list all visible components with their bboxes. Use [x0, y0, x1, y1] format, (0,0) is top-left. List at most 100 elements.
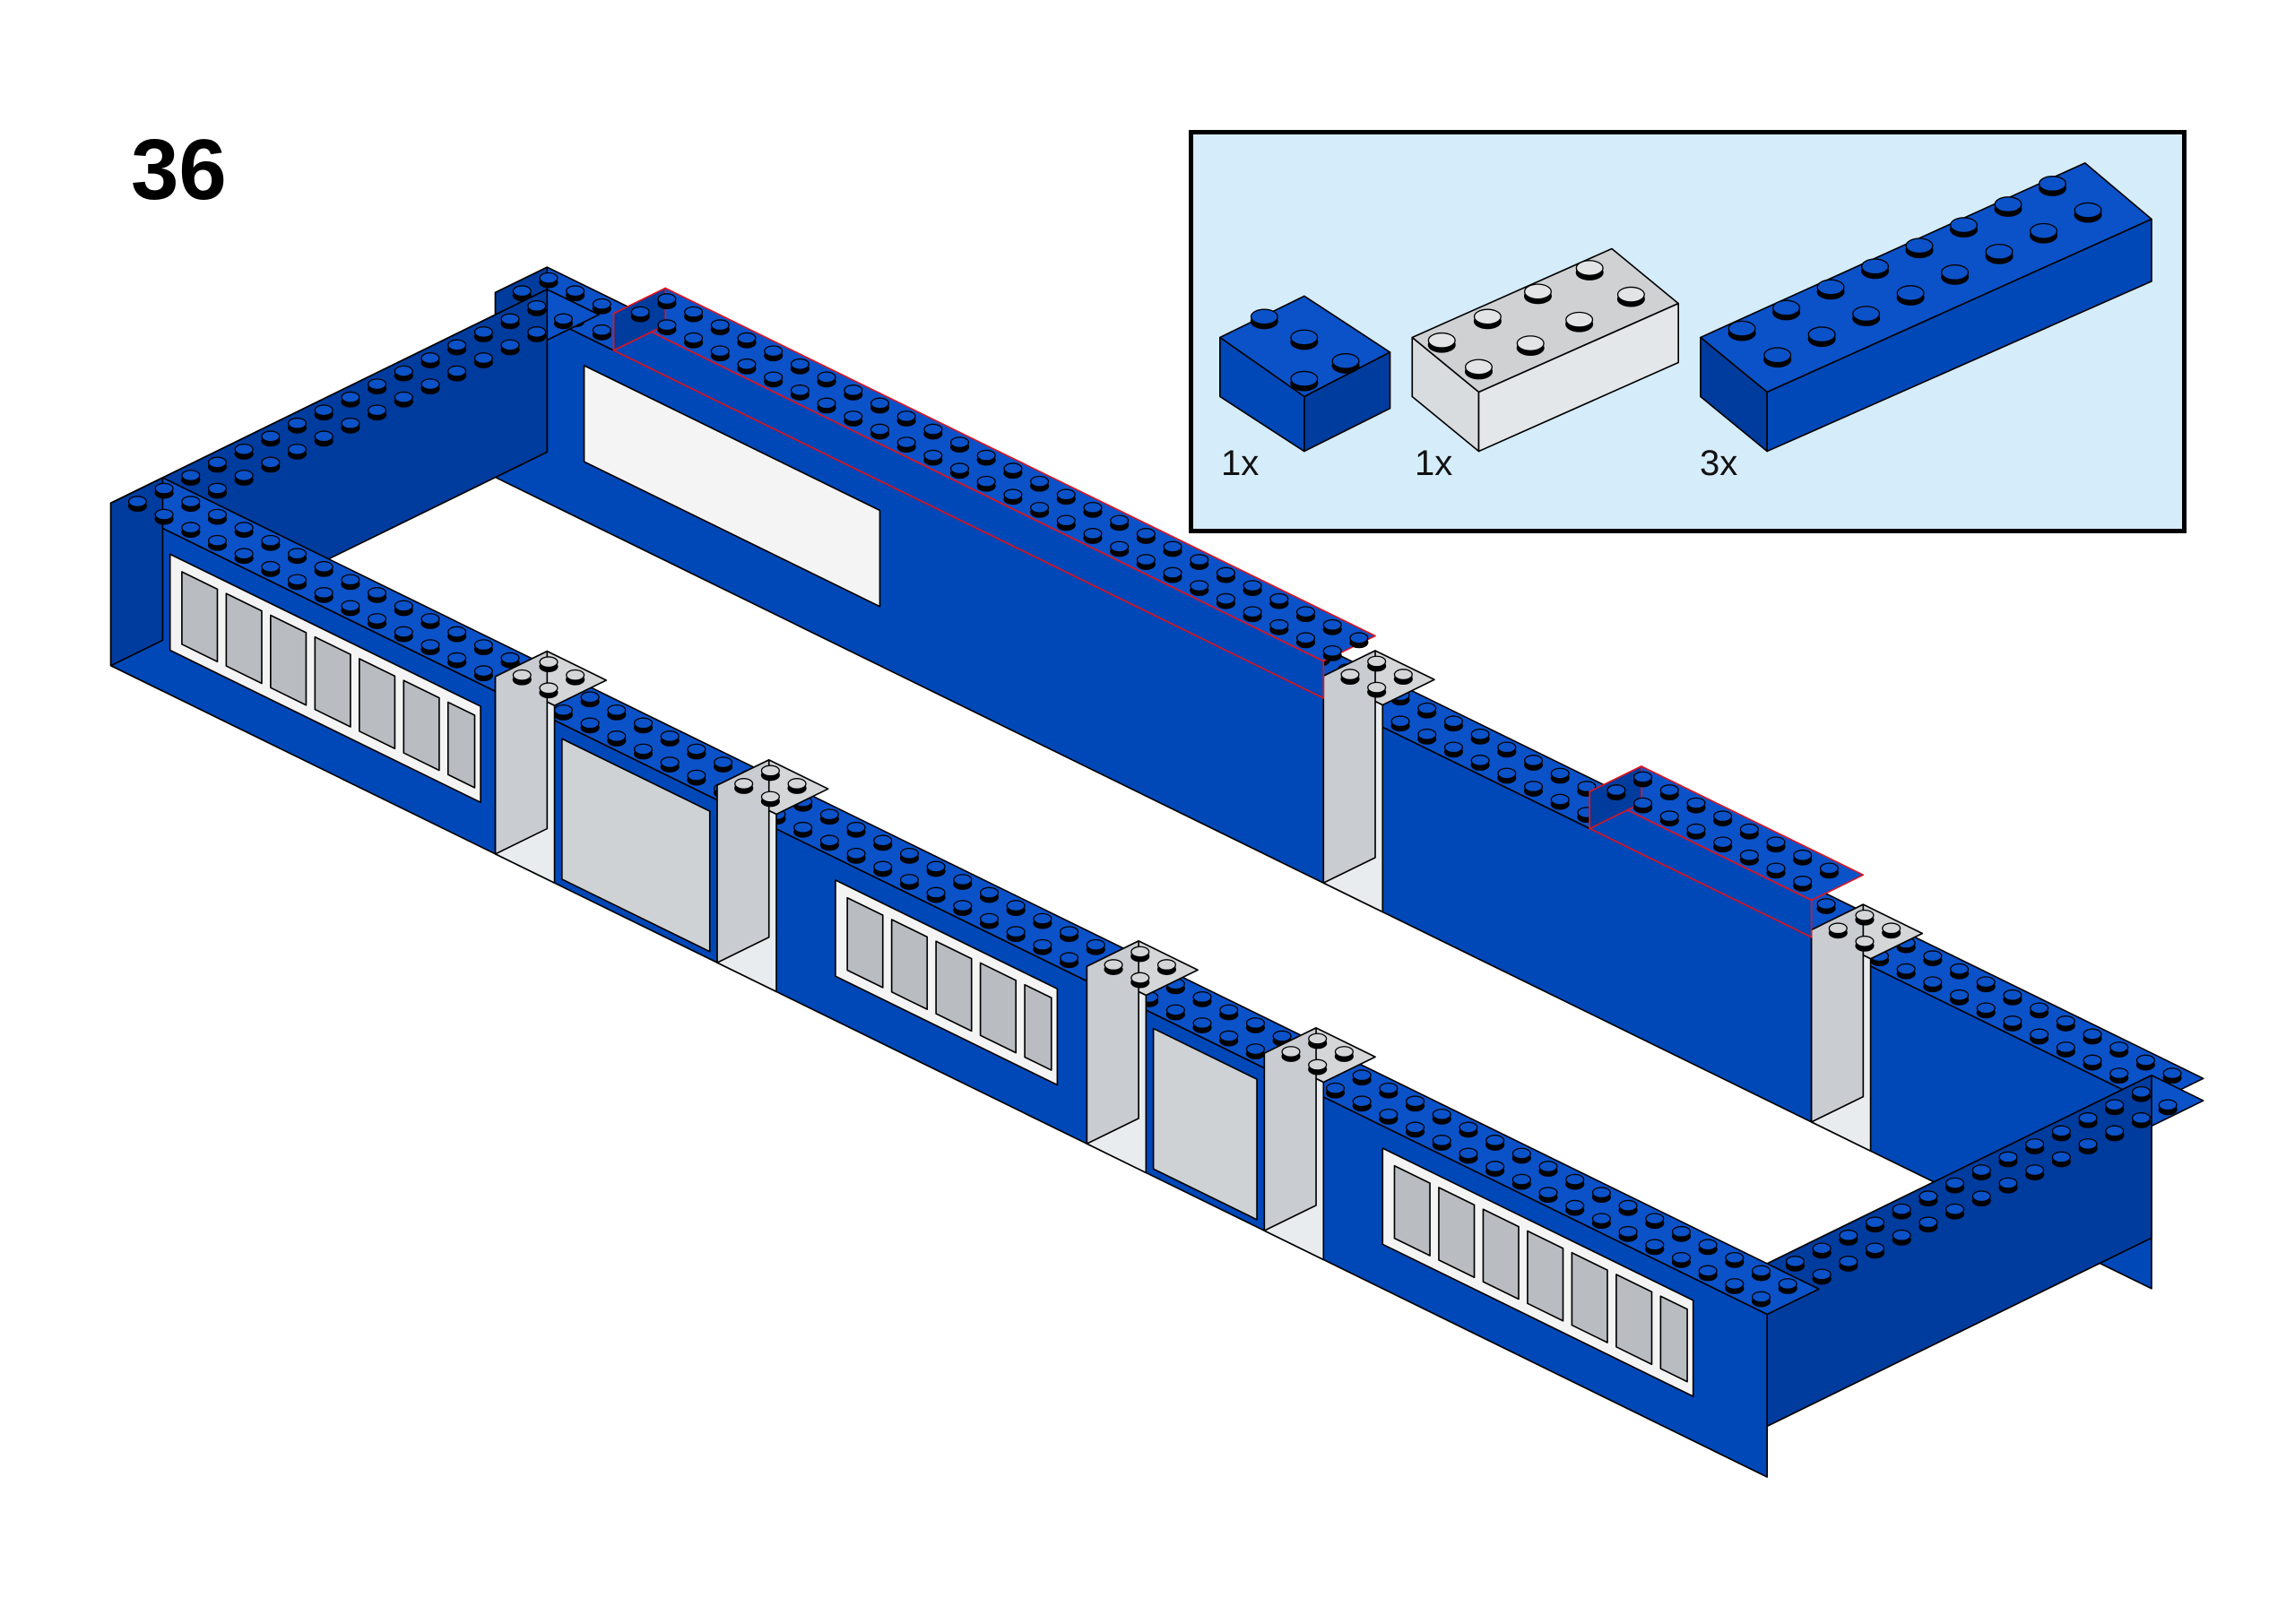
- stud: [1470, 755, 1490, 766]
- stud: [566, 669, 585, 681]
- stud: [1645, 1239, 1665, 1251]
- stud: [1136, 528, 1156, 540]
- stud: [1633, 797, 1653, 809]
- stud: [1003, 462, 1023, 475]
- stud: [760, 764, 780, 777]
- stud: [1417, 728, 1437, 740]
- stud: [420, 352, 440, 365]
- stud: [1918, 1216, 1938, 1229]
- stud: [1443, 741, 1463, 754]
- stud: [1406, 1095, 1425, 1108]
- stud: [1245, 1043, 1265, 1056]
- parts-list-bricks: [1218, 162, 2152, 453]
- stud: [394, 626, 413, 638]
- stud: [1896, 963, 1916, 975]
- stud: [1751, 1265, 1771, 1277]
- stud: [1565, 311, 1594, 328]
- stud: [592, 324, 611, 336]
- stud: [1367, 681, 1387, 694]
- stud: [234, 522, 254, 534]
- stud: [926, 886, 946, 899]
- stud: [341, 417, 360, 429]
- stud: [1511, 1147, 1531, 1160]
- stud: [2135, 1054, 2155, 1067]
- stud: [1308, 1032, 1328, 1045]
- stud: [1575, 260, 1604, 276]
- stud: [341, 391, 360, 403]
- stud: [1971, 1190, 1991, 1203]
- stud: [764, 345, 784, 358]
- stud: [1645, 1213, 1665, 1225]
- front-window-left-pane: [181, 571, 219, 663]
- stud: [923, 449, 943, 462]
- front-window-right-pane: [1615, 1274, 1653, 1366]
- stud: [1998, 1177, 2018, 1189]
- stud: [1459, 1147, 1478, 1160]
- stud: [1751, 1291, 1771, 1303]
- stud: [1163, 540, 1182, 553]
- stud: [1828, 922, 1848, 935]
- stud: [1219, 1030, 1239, 1042]
- front-window-left-pane: [225, 592, 263, 685]
- stud: [819, 834, 839, 847]
- stud: [684, 332, 704, 344]
- stud: [580, 691, 600, 704]
- stud: [1243, 580, 1262, 592]
- stud: [1892, 1229, 1911, 1241]
- stud: [1945, 1203, 1965, 1215]
- part-qty-2x4-clear: 1x: [1415, 444, 1453, 483]
- stud: [1060, 926, 1079, 938]
- part-qty-2x2-blue: 1x: [1221, 444, 1260, 483]
- stud: [953, 874, 973, 885]
- stud: [314, 560, 333, 573]
- stud: [817, 371, 836, 384]
- stud: [2105, 1125, 2125, 1137]
- stud: [512, 285, 532, 298]
- stud: [1322, 644, 1342, 657]
- stud: [1976, 1002, 1996, 1015]
- stud: [2131, 1111, 2152, 1124]
- stud: [1485, 1161, 1505, 1173]
- stud: [1861, 258, 1890, 275]
- stud: [368, 587, 387, 599]
- stud: [793, 821, 813, 834]
- front-window-left-pane: [359, 658, 396, 750]
- stud: [2078, 1138, 2098, 1150]
- stud: [1565, 1199, 1585, 1212]
- stud: [1819, 862, 1839, 875]
- stud: [1865, 1216, 1885, 1229]
- stud: [979, 912, 1000, 925]
- stud: [1192, 991, 1212, 1003]
- stud: [2056, 1015, 2075, 1027]
- stud: [1785, 1256, 1806, 1267]
- stud: [1812, 1268, 1832, 1281]
- stud: [633, 743, 654, 756]
- stud: [1839, 1256, 1858, 1267]
- stud: [341, 600, 360, 612]
- stud: [2038, 176, 2066, 192]
- stud: [1523, 781, 1544, 792]
- stud: [2025, 1138, 2045, 1150]
- stud: [1269, 592, 1289, 605]
- stud: [539, 656, 559, 669]
- stud: [127, 496, 147, 508]
- stud: [737, 332, 757, 344]
- stud: [1432, 1135, 1451, 1146]
- stud: [844, 384, 863, 396]
- front-window-middle-pane: [846, 896, 884, 989]
- stud: [1950, 963, 1970, 975]
- stud: [1033, 912, 1052, 925]
- stud: [1950, 217, 1979, 234]
- stud: [714, 756, 733, 769]
- stud: [790, 358, 810, 370]
- stud: [566, 285, 585, 298]
- stud: [368, 404, 387, 417]
- stud: [1473, 308, 1502, 325]
- stud: [207, 456, 228, 469]
- stud: [1192, 1017, 1212, 1029]
- stud: [1511, 1173, 1531, 1186]
- stud: [1250, 308, 1278, 325]
- stud: [1417, 702, 1437, 714]
- stud: [2025, 1164, 2045, 1177]
- front-window-right-pane: [1438, 1187, 1476, 1279]
